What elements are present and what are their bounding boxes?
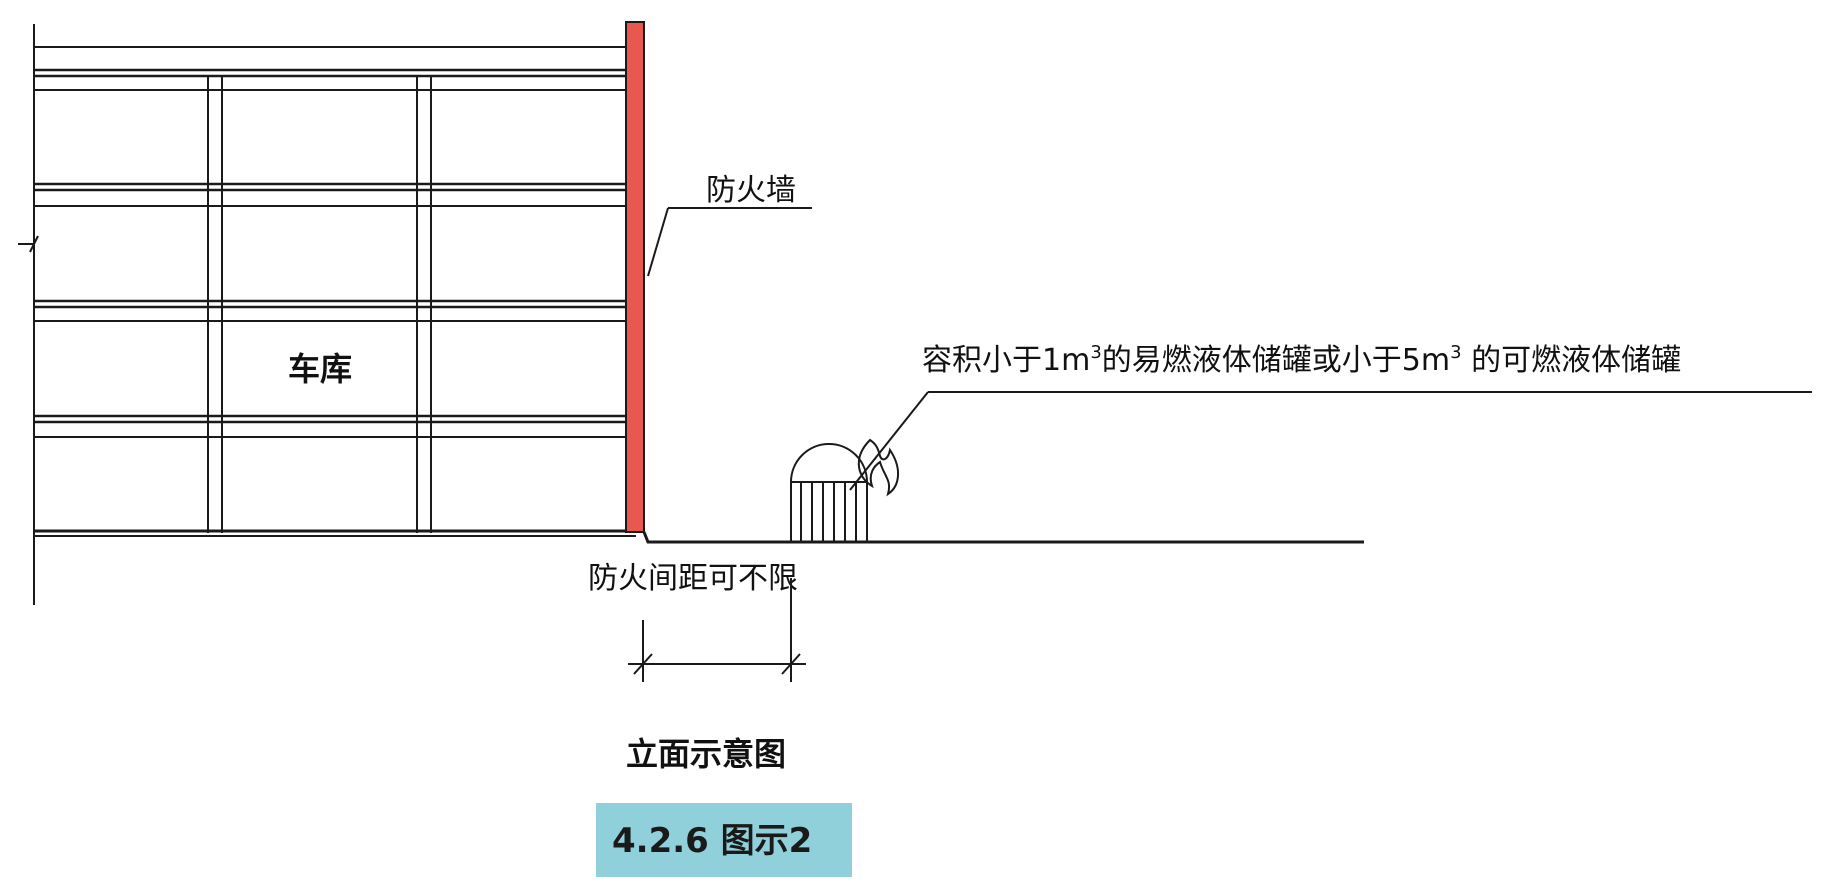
firewall-label: 防火墙 <box>706 173 796 208</box>
firewall-leader <box>647 207 812 277</box>
tank-note-part3: 的可燃液体储罐 <box>1462 343 1682 378</box>
tank-note-part2: 的易燃液体储罐或小于5m <box>1102 343 1450 378</box>
tank-note-part1: 容积小于1m <box>922 343 1090 378</box>
firewall <box>625 21 645 533</box>
columns <box>207 76 432 533</box>
flame-icon <box>858 438 899 497</box>
ground-line <box>642 531 1364 544</box>
garage-label: 车库 <box>288 350 352 388</box>
garage-building <box>18 24 636 605</box>
break-mark <box>18 235 39 253</box>
tank-note: 容积小于1m3的易燃液体储罐或小于5m3 的可燃液体储罐 <box>922 342 1681 378</box>
floor-slabs <box>34 68 628 424</box>
dimension-line <box>628 578 806 682</box>
figure-badge <box>596 803 852 877</box>
tank-leader <box>849 391 1812 491</box>
view-title: 立面示意图 <box>626 735 786 773</box>
tank-note-sup1: 3 <box>1090 342 1101 363</box>
tank-note-sup2: 3 <box>1450 342 1461 363</box>
tank <box>790 443 868 542</box>
spacing-label: 防火间距可不限 <box>588 561 798 596</box>
beams <box>34 89 628 438</box>
figure-badge-text: 4.2.6 图示2 <box>612 821 812 861</box>
